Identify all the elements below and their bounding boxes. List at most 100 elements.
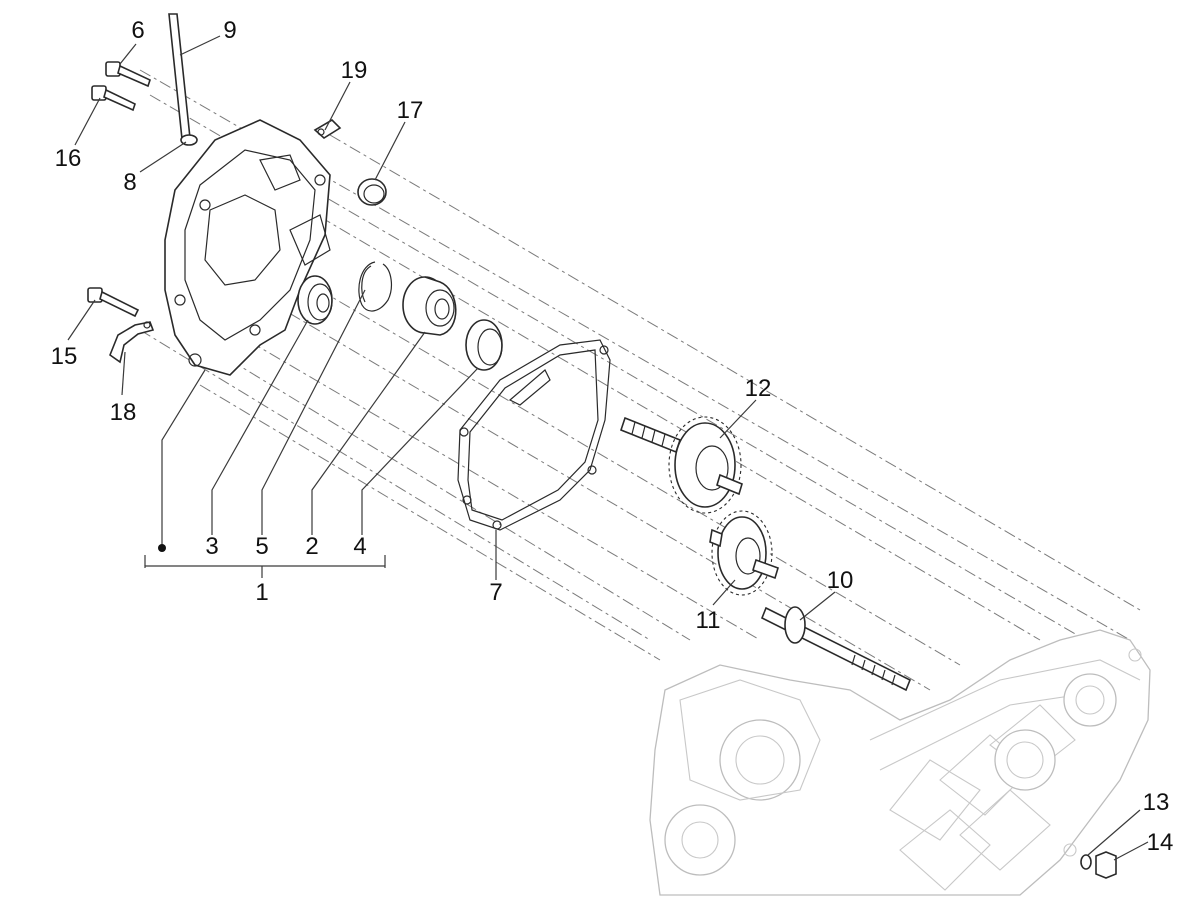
screw-head [91, 85, 107, 101]
leader-4 [361, 367, 479, 535]
callout-2: 2 [305, 533, 318, 560]
callout-9: 9 [223, 17, 236, 44]
cover-inner-rim [184, 149, 316, 341]
gear-12-hub [695, 445, 729, 491]
leader-9 [179, 35, 221, 56]
leader-10 [799, 591, 836, 621]
transmission-cover [164, 119, 331, 376]
screw-head [87, 287, 103, 303]
callout-4: 4 [353, 533, 366, 560]
callout-19: 19 [341, 57, 368, 84]
gear-11 [717, 516, 767, 590]
gear-11-teeth [711, 510, 773, 596]
callout-3: 3 [205, 533, 218, 560]
leader-12 [719, 399, 757, 439]
leader-dot [161, 369, 206, 545]
axis-line [329, 134, 1141, 611]
gear-11-hub [735, 537, 761, 575]
callouts: 6 9 19 17 16 8 15 18 3 5 2 4 1 7 12 11 1… [51, 17, 1174, 856]
leader-5 [261, 289, 366, 535]
gasket-hole [599, 345, 609, 355]
bearing-side [424, 276, 457, 336]
screw-shank [117, 64, 151, 88]
callout-13: 13 [1143, 789, 1170, 816]
callout-7: 7 [489, 579, 502, 606]
group-dot-marker [158, 544, 166, 552]
leader-19 [324, 81, 351, 131]
shaft-stub [752, 558, 779, 580]
screw-16 [91, 85, 136, 112]
gasket-hole [462, 495, 472, 505]
leader-14 [1113, 841, 1149, 861]
crankcase-bore [719, 719, 801, 801]
bearing-3 [297, 275, 333, 325]
screw-shank [99, 290, 140, 318]
crankcase-bore-inner [1006, 741, 1044, 779]
screw-shank [103, 88, 136, 112]
cover-bolt-hole [314, 174, 326, 186]
clip-hole [317, 128, 325, 136]
crankcase-ridge [869, 659, 1141, 741]
fasteners [87, 13, 387, 364]
shaft-11 [709, 510, 779, 596]
cover-bolt-hole [249, 324, 261, 336]
screw-head [105, 61, 121, 77]
crankcase-rib [889, 759, 981, 841]
axis-line [299, 204, 1041, 641]
callout-11: 11 [696, 607, 721, 634]
group-bracket [144, 565, 386, 568]
clip-19 [313, 118, 342, 139]
gasket-hole [492, 520, 502, 530]
callout-10: 10 [827, 567, 854, 594]
shaft-pinion [784, 606, 806, 644]
leader-8 [139, 141, 187, 173]
cover-body [164, 119, 331, 376]
bracket-18 [109, 321, 155, 364]
gasket-hole [459, 427, 469, 437]
plug-17 [357, 178, 387, 206]
washer-13 [1080, 854, 1092, 870]
bearing-race [425, 289, 455, 327]
leader-11 [712, 579, 736, 606]
pin-9 [168, 13, 191, 140]
callout-1: 1 [255, 579, 268, 606]
cover-boss [289, 214, 331, 266]
shaft-stub [716, 473, 743, 496]
crankcase-boss [1063, 843, 1077, 857]
axis-line [139, 329, 651, 641]
screw-15 [87, 287, 140, 318]
gear-12-teeth [668, 416, 742, 514]
crankcase-bore [994, 729, 1056, 791]
leader-13 [1087, 809, 1141, 856]
crankcase-bore-inner [735, 735, 785, 785]
leader-17 [374, 121, 406, 181]
crankcase-ghost [649, 629, 1151, 896]
plug-face [363, 184, 385, 204]
leader-16 [74, 97, 101, 146]
leader-2 [311, 331, 426, 535]
crankcase-bore [1063, 673, 1117, 727]
bracket-body [109, 321, 155, 364]
bearing-race [307, 283, 333, 321]
drain-plug [1080, 851, 1117, 879]
leader-6 [119, 43, 137, 65]
bearings-seals [297, 261, 503, 371]
axis-line [249, 289, 931, 691]
callout-12: 12 [745, 375, 772, 402]
crankcase-rib [899, 809, 991, 891]
cover-tab [259, 154, 301, 191]
shaft-10 [760, 606, 912, 692]
seal-4 [465, 319, 503, 371]
cover-pocket [204, 194, 281, 286]
bracket-hole [143, 321, 151, 329]
callout-5: 5 [255, 533, 268, 560]
shaft-12 [620, 416, 743, 514]
gasket-hole [587, 465, 597, 475]
group-bracket-ends [144, 555, 386, 566]
leader-15 [67, 299, 96, 341]
callout-17: 17 [397, 97, 424, 124]
gasket-inner [467, 349, 599, 521]
pin-rod [168, 13, 191, 140]
leader-3 [211, 319, 309, 535]
shaft-stub [709, 528, 723, 548]
